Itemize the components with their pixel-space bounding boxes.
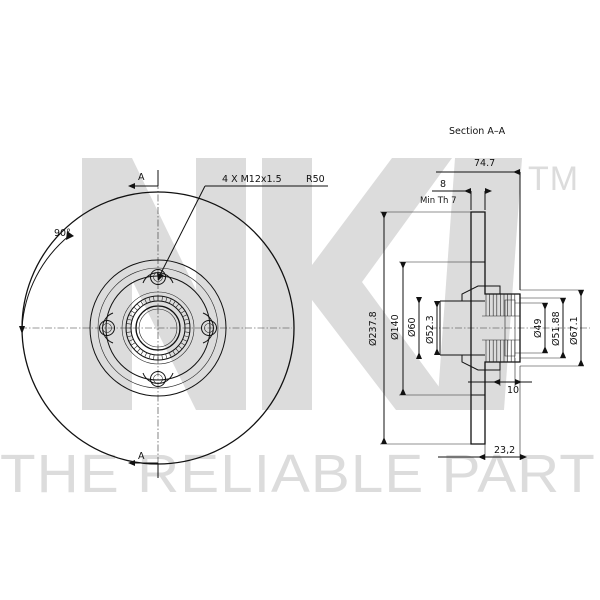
section-view: Section A–A 74.7 8 [368, 126, 590, 460]
abs-tooth [144, 298, 148, 304]
abs-tooth [182, 338, 188, 342]
trademark-text: TM [528, 160, 579, 198]
dim-hub-offset-label: 10 [507, 385, 519, 396]
dim-overall-width-label: 74.7 [474, 158, 495, 169]
abs-tooth [168, 352, 172, 358]
abs-tooth [127, 318, 133, 321]
abs-tooth [175, 348, 180, 353]
abs-tooth [165, 297, 168, 303]
dim-height-label: 23,2 [494, 445, 515, 456]
hub-ring-3 [121, 291, 195, 365]
slogan-text: THE RELIABLE PART [0, 444, 596, 504]
dim-d49-label: Ø49 [533, 318, 544, 338]
abs-tooth [182, 314, 188, 318]
abs-tooth [184, 331, 190, 333]
abs-tooth [140, 300, 144, 306]
abs-tooth [161, 296, 163, 302]
abs-tooth [184, 323, 190, 325]
abs-tooth [172, 350, 176, 356]
angle-label: 90° [54, 228, 71, 239]
abs-tooth [178, 345, 183, 350]
abs-tooth [130, 342, 136, 346]
abs-tooth [165, 353, 168, 359]
dim-outer-diameter: Ø237.8 [368, 211, 471, 445]
nk-logo [82, 158, 522, 410]
dim-outer-diameter-label: Ø237.8 [368, 311, 379, 346]
abs-tooth-ring [126, 296, 190, 360]
abs-tooth [136, 303, 141, 308]
abs-tooth [140, 350, 144, 356]
center-bore [135, 305, 181, 351]
thread-callout-label: 4 X M12x1.5 [222, 174, 282, 185]
abs-tooth [153, 296, 155, 302]
dim-d60-label: Ø60 [407, 317, 418, 337]
abs-tooth [133, 306, 138, 311]
abs-tooth [168, 298, 172, 304]
abs-tooth [178, 306, 183, 311]
dim-overall-width: 74.7 [436, 158, 521, 290]
abs-tooth [148, 353, 151, 359]
dim-height: 23,2 [438, 366, 527, 460]
bore-chamfer [138, 308, 178, 348]
abs-tooth [161, 354, 163, 360]
disc-hat-ring [89, 259, 227, 397]
dim-d140: Ø140 [390, 261, 471, 396]
dim-d52: Ø52.3 [425, 301, 440, 355]
abs-tooth [180, 342, 186, 346]
section-title: Section A–A [449, 126, 506, 137]
radius-callout-label: R50 [306, 174, 325, 185]
abs-tooth [153, 354, 155, 360]
dim-d51: Ø51.88 [520, 297, 566, 359]
hub-lobes [102, 272, 214, 384]
abs-tooth [133, 345, 138, 350]
dim-d60: Ø60 [407, 297, 422, 359]
angle-annotation: 90° [19, 228, 74, 334]
thread-callout: 4 X M12x1.5 R50 [157, 174, 328, 281]
section-marker-bottom-label: A [138, 451, 145, 462]
dim-thickness: 8 Min Th 7 [420, 179, 492, 210]
section-marker-bottom: A [128, 451, 159, 478]
hub-ring-1 [97, 267, 219, 389]
dim-thickness-label: 8 [440, 179, 446, 190]
dim-d49: Ø49 [515, 302, 548, 354]
dim-min-thickness-label: Min Th 7 [420, 196, 456, 206]
front-view: A A 90° 4 X M12x1.5 R50 [19, 170, 328, 478]
abs-tooth [136, 348, 141, 353]
dim-d51-label: Ø51.88 [551, 311, 562, 346]
dim-d52-label: Ø52.3 [425, 315, 436, 344]
abs-tooth [183, 335, 189, 338]
abs-tooth [128, 338, 134, 342]
section-profile [439, 211, 521, 445]
dim-hub-offset: 10 [468, 358, 532, 396]
abs-tooth [126, 331, 132, 333]
section-marker-top-label: A [138, 172, 145, 183]
dim-d67: Ø67.1 [520, 289, 584, 367]
abs-tooth [175, 303, 180, 308]
abs-tooth [180, 310, 186, 314]
section-marker-top: A [128, 170, 159, 189]
abs-tooth [183, 318, 189, 321]
abs-tooth [127, 335, 133, 338]
abs-tooth [130, 310, 136, 314]
abs-tooth [144, 352, 148, 358]
abs-tooth [128, 314, 134, 318]
abs-tooth [148, 297, 151, 303]
abs-tooth [126, 323, 132, 325]
hub-spline-hatch [485, 294, 516, 362]
abs-tooth [172, 300, 176, 306]
dim-d140-label: Ø140 [390, 314, 401, 340]
watermark: TM THE RELIABLE PART [0, 158, 596, 504]
dim-d67-label: Ø67.1 [569, 316, 580, 345]
